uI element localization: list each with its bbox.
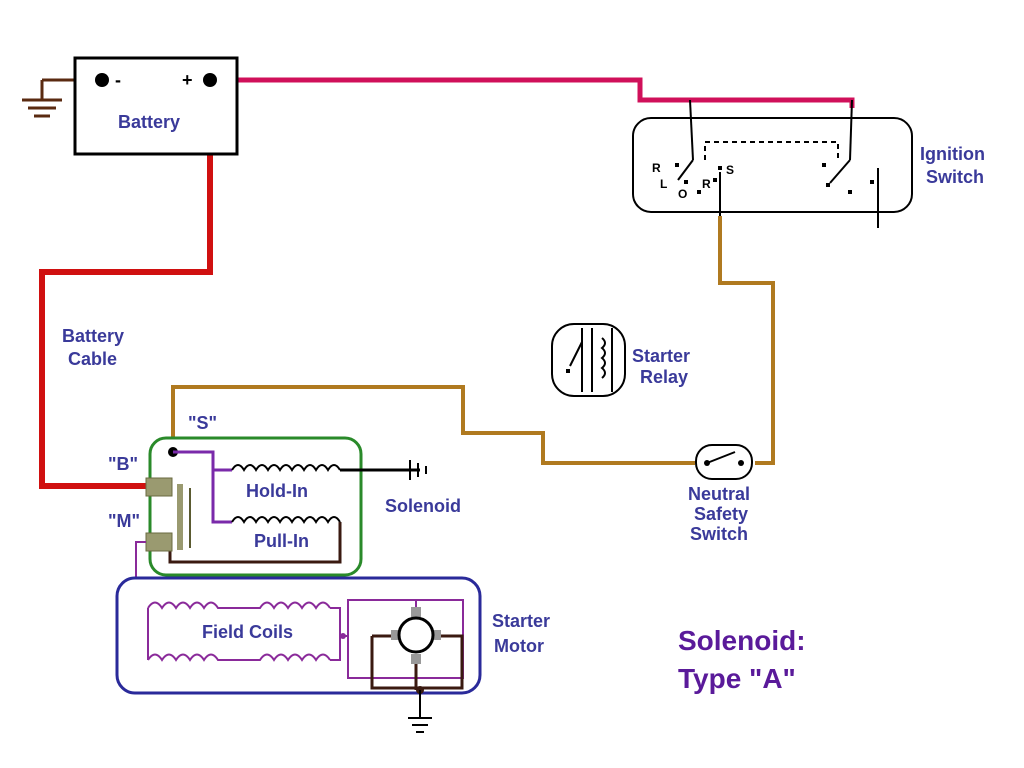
ignition-to-neutral-wire: [718, 216, 775, 465]
solenoid-m-terminal: [145, 532, 173, 552]
ignition-terminal-o: O: [678, 187, 687, 201]
hold-in-label: Hold-In: [246, 481, 308, 501]
ignition-terminal-r1: R: [652, 161, 661, 175]
starter-motor-label-line1: Starter: [492, 611, 550, 631]
battery-to-ignition-wire: [210, 77, 855, 108]
ignition-switch-label-line1: Ignition: [920, 144, 985, 164]
starter-relay-label-line2: Relay: [640, 367, 688, 387]
pull-in-label: Pull-In: [254, 531, 309, 551]
battery-negative-sign: -: [115, 70, 121, 90]
ignition-switch-label-line2: Switch: [926, 167, 984, 187]
starter-relay-label-line1: Starter: [632, 346, 690, 366]
motor-ground-icon: [408, 690, 432, 733]
terminal-m-label: "M": [108, 511, 140, 531]
neutral-safety-label-line3: Switch: [690, 524, 748, 544]
neutral-safety-switch: [695, 444, 753, 480]
battery-negative-terminal: [95, 73, 109, 87]
ignition-terminal-s: S: [726, 163, 734, 177]
field-coil-top: [147, 601, 331, 610]
neutral-to-solenoid-wire: [171, 385, 695, 465]
battery-cable-label-line1: Battery: [62, 326, 124, 346]
diagram-title-line1: Solenoid:: [678, 625, 806, 656]
solenoid-ground-icon: [409, 460, 427, 480]
armature-icon: [397, 616, 435, 654]
terminal-b-label: "B": [108, 454, 138, 474]
neutral-safety-label-line2: Safety: [694, 504, 748, 524]
terminal-s-label: "S": [188, 413, 217, 433]
field-coil-bottom: [147, 653, 331, 662]
diagram-title-line2: Type "A": [678, 663, 796, 694]
battery-cable-wire: [39, 80, 213, 489]
ignition-switch: R L O R S: [632, 99, 913, 228]
battery-cable-label-line2: Cable: [68, 349, 117, 369]
battery: - + Battery: [73, 56, 239, 156]
ignition-terminal-l: L: [660, 177, 667, 191]
field-coils-label: Field Coils: [202, 622, 293, 642]
battery-positive-sign: +: [182, 70, 193, 90]
battery-label: Battery: [118, 112, 180, 132]
starter-relay-icon: [551, 323, 626, 397]
neutral-safety-label-line1: Neutral: [688, 484, 750, 504]
battery-positive-terminal: [203, 73, 217, 87]
solenoid: [145, 436, 427, 577]
starter-motor-label-line2: Motor: [494, 636, 544, 656]
hold-in-coil: [231, 464, 341, 472]
starter-motor: [115, 576, 482, 733]
ignition-terminal-r2: R: [702, 177, 711, 191]
solenoid-b-terminal: [145, 477, 173, 497]
pull-in-coil: [231, 516, 341, 524]
solenoid-label: Solenoid: [385, 496, 461, 516]
